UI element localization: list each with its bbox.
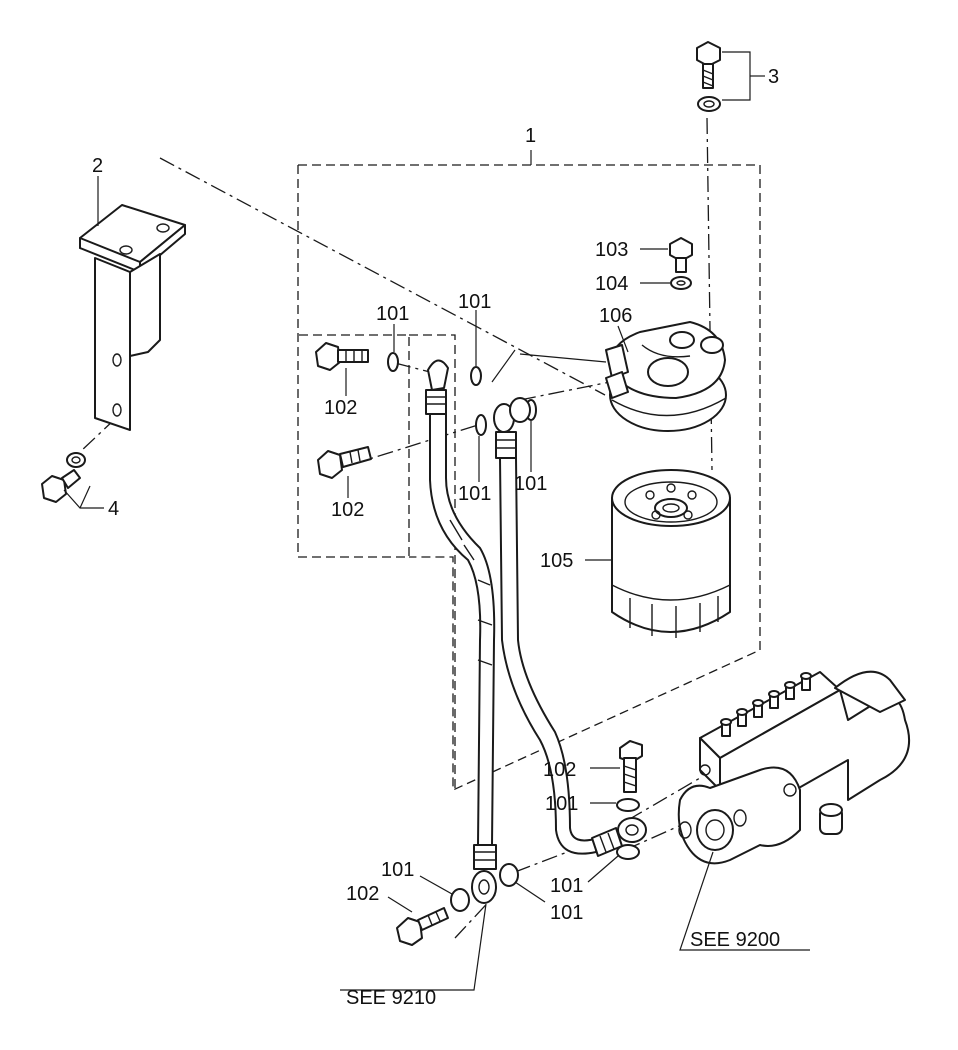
callout-103: 103 [595, 239, 628, 261]
callout-102-d: 102 [346, 883, 379, 905]
callout-102-b: 102 [331, 499, 364, 521]
bolt-103 [669, 237, 693, 290]
leader-lines [63, 51, 810, 991]
reference-see-9200: SEE 9200 [690, 929, 780, 951]
callout-101-c: 101 [458, 483, 491, 505]
fuel-hose-a [425, 359, 497, 904]
callout-101-e: 101 [545, 793, 578, 815]
callout-labels: 1 2 3 4 103 104 106 105 101 101 101 101 … [92, 66, 780, 1009]
callout-105: 105 [540, 550, 573, 572]
callout-101-a: 101 [376, 303, 409, 325]
callout-106: 106 [599, 305, 632, 327]
filter-element [611, 469, 731, 638]
callout-101-b: 101 [458, 291, 491, 313]
callout-104: 104 [595, 273, 628, 295]
banjo-bolt-bottom [396, 907, 449, 946]
reference-see-9210: SEE 9210 [346, 987, 436, 1009]
top-bolt [696, 41, 721, 112]
banjo-bolt-lower [317, 446, 372, 479]
callout-102-c: 102 [543, 759, 576, 781]
callout-101-f: 101 [381, 859, 414, 881]
delivery-valves [720, 672, 812, 737]
fuel-hose-b [493, 397, 647, 857]
bracket-bolt [41, 452, 86, 503]
callout-101-d: 101 [514, 473, 547, 495]
mounting-bracket [79, 204, 186, 431]
callout-102-a: 102 [324, 397, 357, 419]
callout-101-h: 101 [550, 902, 583, 924]
callout-3: 3 [768, 66, 779, 88]
banjo-bolt-pump [619, 740, 643, 793]
banjo-bolt-upper [315, 342, 369, 371]
callout-4: 4 [108, 498, 119, 520]
filter-head [605, 321, 727, 432]
injection-pump [677, 670, 910, 865]
callout-101-g: 101 [550, 875, 583, 897]
callout-2: 2 [92, 155, 103, 177]
callout-1: 1 [525, 125, 536, 147]
assembly-boundary [297, 164, 761, 792]
